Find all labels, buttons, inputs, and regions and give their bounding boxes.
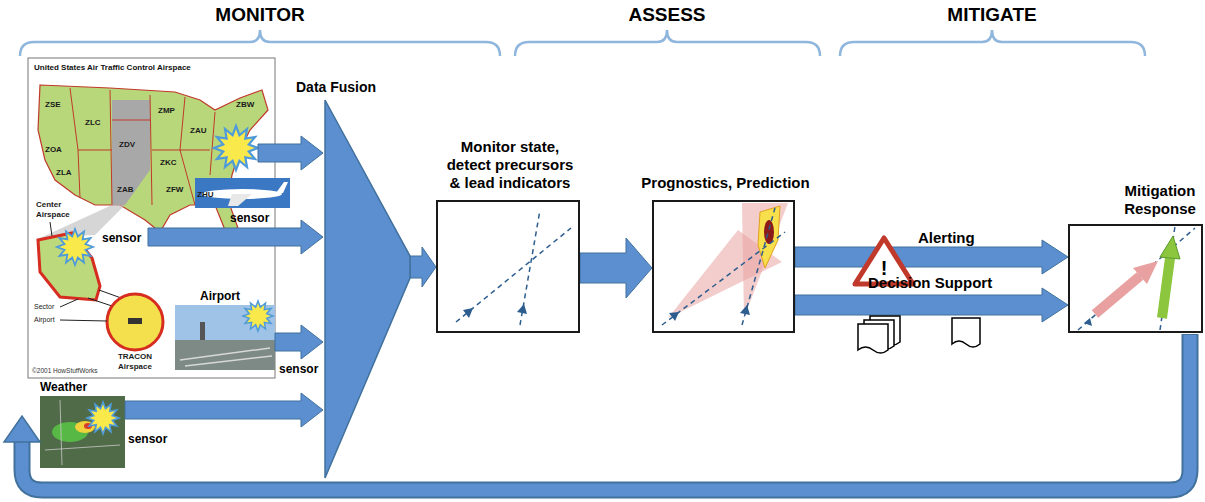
runway bbox=[180, 348, 272, 366]
map-callout: Sector bbox=[34, 303, 54, 311]
resolution-arrow bbox=[1162, 258, 1170, 318]
resolution-arrow-head bbox=[1133, 261, 1158, 284]
sensor-label: sensor bbox=[279, 362, 318, 376]
prediction-box: Prognostics, Prediction bbox=[652, 200, 795, 333]
section-heading: MITIGATE bbox=[947, 4, 1036, 27]
center-code: ZLC bbox=[85, 118, 101, 128]
map-title: United States Air Traffic Control Airspa… bbox=[34, 63, 269, 73]
map-panel bbox=[28, 58, 275, 378]
mitigation-box: Mitigation Response bbox=[1068, 224, 1203, 333]
center-borders bbox=[70, 88, 215, 205]
node-heading: Prognostics, Prediction bbox=[624, 174, 827, 192]
warning-mark: ! bbox=[881, 256, 888, 280]
conflict-zone bbox=[758, 206, 780, 268]
sensor-label: sensor bbox=[128, 432, 167, 446]
flow-arrow bbox=[580, 238, 652, 298]
node-heading: Mitigation Response bbox=[1115, 182, 1205, 218]
trajectory-line bbox=[456, 228, 571, 322]
source-label: Weather bbox=[40, 380, 87, 394]
feedback-loop bbox=[22, 334, 1190, 490]
section-brace bbox=[515, 30, 820, 56]
airport-ground bbox=[175, 340, 275, 370]
feedback-loop bbox=[22, 335, 1190, 490]
feedback-arrow-head bbox=[4, 416, 40, 442]
sensor-arrow bbox=[275, 325, 323, 359]
center-code: ZLA bbox=[56, 168, 72, 178]
flow-arrow bbox=[410, 247, 436, 287]
data-fusion-funnel: Data Fusion bbox=[325, 100, 410, 478]
trajectory-line bbox=[1078, 228, 1195, 330]
resolution-arrow bbox=[1095, 276, 1140, 314]
weather-radar bbox=[40, 396, 125, 468]
uncertainty-cone bbox=[742, 203, 788, 318]
prediction-sketch bbox=[662, 203, 788, 325]
center-code: ZDV bbox=[119, 140, 135, 150]
sensor-burst bbox=[57, 229, 93, 265]
edge-label: Alerting bbox=[918, 229, 975, 246]
funnel-shape bbox=[325, 100, 410, 478]
aircraft-marker bbox=[669, 312, 679, 321]
aircraft-marker bbox=[517, 304, 527, 314]
center-code: ZKC bbox=[160, 158, 176, 168]
airplane-photo bbox=[195, 178, 290, 208]
airplane-wing bbox=[228, 194, 252, 206]
section-heading: ASSESS bbox=[628, 4, 705, 27]
center-code: ZOA bbox=[45, 145, 62, 155]
map-callout: Center Airspace bbox=[36, 200, 78, 219]
conflict-core bbox=[764, 220, 774, 244]
center-code: ZBW bbox=[236, 100, 254, 110]
center-code: ZSE bbox=[45, 100, 61, 110]
section-brace bbox=[20, 30, 500, 56]
track-sketch bbox=[456, 210, 571, 325]
section-heading: MONITOR bbox=[215, 4, 304, 27]
center-code: ZAU bbox=[190, 126, 206, 136]
map-callout: TRACON Airspace bbox=[110, 352, 160, 371]
center-code: ZHU bbox=[197, 190, 213, 200]
tracon-circle bbox=[107, 294, 163, 350]
aircraft-marker bbox=[1084, 318, 1092, 326]
center-code: ZAB bbox=[117, 185, 133, 195]
center-code: ZFW bbox=[166, 185, 183, 195]
us-map bbox=[38, 85, 268, 232]
map-callout: Airport bbox=[34, 316, 55, 324]
copyright-note: ©2001 HowStuffWorks bbox=[32, 367, 98, 375]
sensor-label: sensor bbox=[230, 211, 269, 225]
section-brace bbox=[840, 30, 1145, 56]
sensor-label: sensor bbox=[102, 231, 141, 245]
aircraft-marker bbox=[740, 305, 750, 315]
document-icon bbox=[858, 324, 888, 353]
highlighted-center bbox=[112, 100, 150, 205]
airplane-tail bbox=[276, 182, 288, 193]
source-label: Airport bbox=[200, 289, 240, 303]
document-icon bbox=[952, 318, 980, 347]
resolution-sketch bbox=[1078, 226, 1195, 330]
control-tower bbox=[200, 322, 205, 340]
resolution-arrow-head bbox=[1160, 236, 1180, 259]
airport-icon bbox=[128, 318, 142, 324]
sensor-burst bbox=[214, 126, 258, 170]
sensor-arrow bbox=[258, 136, 323, 170]
node-heading: Data Fusion bbox=[296, 79, 426, 96]
monitor-box: Monitor state, detect precursors & lead … bbox=[436, 200, 580, 333]
weather-map-line bbox=[45, 400, 120, 465]
leader-line bbox=[50, 222, 107, 321]
sensor-burst bbox=[87, 402, 119, 434]
flow-arrow bbox=[795, 288, 1068, 322]
aircraft-marker bbox=[463, 308, 473, 318]
node-heading: Monitor state, detect precursors & lead … bbox=[442, 138, 578, 192]
sensor-arrow bbox=[125, 393, 323, 427]
sensor-burst bbox=[243, 301, 273, 331]
center-code: ZMP bbox=[158, 106, 175, 116]
funnel-shape bbox=[325, 100, 410, 478]
trajectory-line bbox=[662, 232, 785, 325]
sensor-arrow bbox=[148, 220, 323, 254]
